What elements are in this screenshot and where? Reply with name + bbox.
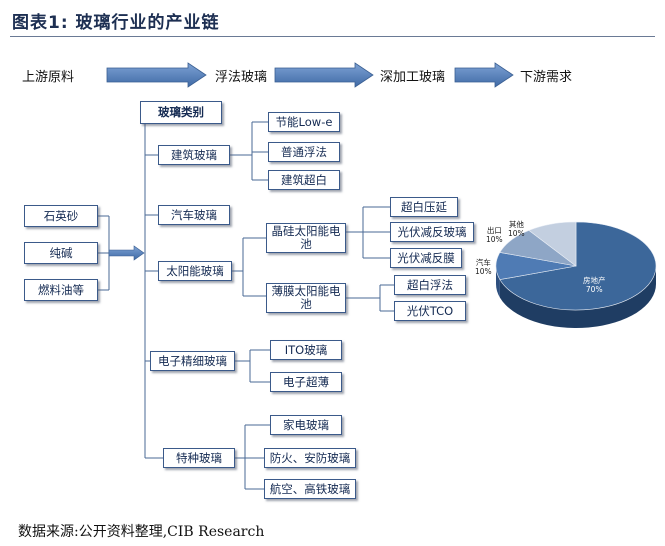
raw-quartz-sand: 石英砂 bbox=[24, 205, 98, 227]
chain-arrow-1 bbox=[106, 62, 207, 88]
raw-soda-ash: 纯碱 bbox=[24, 242, 98, 264]
electronic-ultra-thin: 电子超薄 bbox=[270, 372, 342, 392]
pie-slice-real-estate-side bbox=[499, 266, 656, 329]
electronic-ito-glass: ITO玻璃 bbox=[270, 340, 342, 360]
building-ordinary-float: 普通浮法 bbox=[268, 142, 340, 162]
special-aviation-rail: 航空、高铁玻璃 bbox=[264, 479, 356, 499]
category-building-glass: 建筑玻璃 bbox=[158, 145, 230, 165]
crystal-ultra-white-rolled: 超白压延 bbox=[390, 197, 458, 217]
raw-to-category-arrow bbox=[108, 245, 145, 261]
chain-arrow-3 bbox=[454, 62, 514, 88]
thin-pv-tco: 光伏TCO bbox=[394, 301, 466, 321]
category-electronic-glass: 电子精细玻璃 bbox=[150, 351, 235, 371]
thin-ultra-white-float: 超白浮法 bbox=[394, 275, 466, 295]
solar-thin-film-cell: 薄膜太阳能电池 bbox=[266, 283, 346, 313]
category-special-glass: 特种玻璃 bbox=[163, 448, 235, 468]
category-solar-glass: 太阳能玻璃 bbox=[158, 261, 232, 281]
crystal-ar-film: 光伏减反膜 bbox=[390, 248, 462, 268]
category-header: 玻璃类别 bbox=[140, 101, 222, 124]
chain-downstream: 下游需求 bbox=[520, 70, 573, 85]
solar-crystal-silicon-cell: 晶硅太阳能电池 bbox=[266, 223, 346, 253]
building-ultra-white: 建筑超白 bbox=[268, 170, 340, 190]
crystal-ar-glass: 光伏减反玻璃 bbox=[390, 222, 474, 242]
chain-arrow-2 bbox=[274, 62, 374, 88]
pie-slice-real-estate bbox=[499, 221, 657, 311]
special-appliance-glass: 家电玻璃 bbox=[270, 415, 342, 435]
chain-upstream: 上游原料 bbox=[22, 70, 75, 85]
category-auto-glass: 汽车玻璃 bbox=[158, 205, 230, 225]
title-divider bbox=[10, 36, 655, 37]
building-low-e: 节能Low-e bbox=[268, 112, 340, 132]
special-fireproof-security: 防火、安防玻璃 bbox=[264, 448, 356, 468]
raw-fuel-oil: 燃料油等 bbox=[24, 279, 98, 301]
pie-slice-other bbox=[528, 221, 577, 267]
data-source-note: 数据来源:公开资料整理,CIB Research bbox=[18, 524, 265, 540]
chain-float-glass: 浮法玻璃 bbox=[215, 70, 268, 85]
page-title: 图表1: 玻璃行业的产业链 bbox=[12, 13, 220, 33]
chain-deep-processing: 深加工玻璃 bbox=[380, 70, 446, 85]
